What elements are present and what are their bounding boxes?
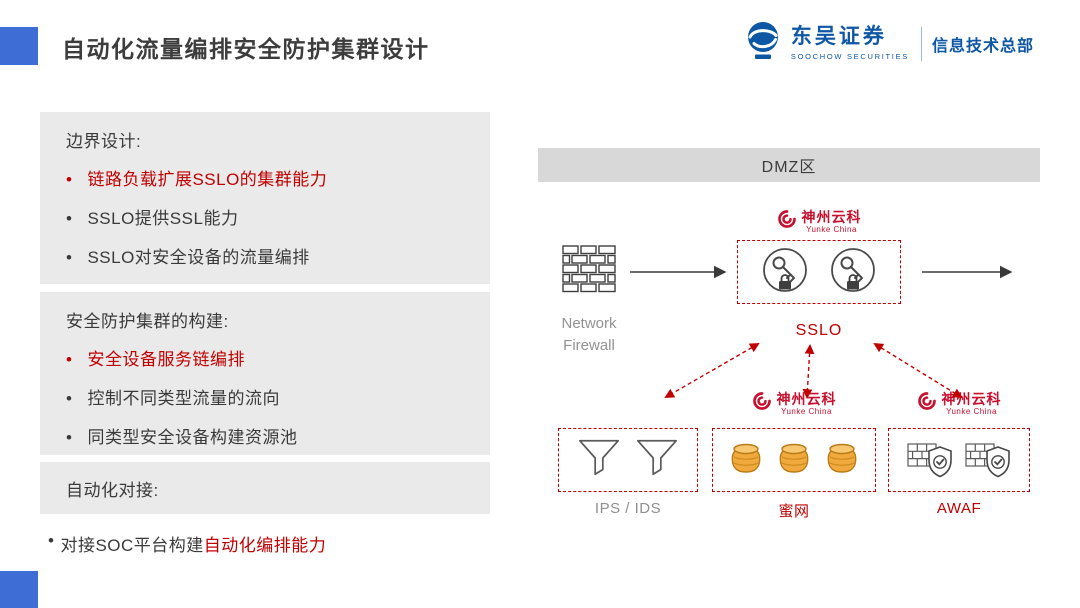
list-item: 同类型安全设备构建资源池 [66,427,464,449]
vendor-name: 神州云科 [941,390,1002,407]
shield-brick-icon [907,437,953,484]
dmz-zone-header: DMZ区 [538,148,1040,182]
panel-heading: 自动化对接: [66,481,159,500]
ips-box [558,428,698,492]
shield-brick-icon [965,437,1011,484]
honeynet-box [712,428,876,492]
vendor-logo: 神州云科 Yunke China [719,391,869,416]
vendor-subname: Yunke China [806,224,857,234]
firewall-label-line1: Network [561,315,617,332]
firewall-label: Network Firewall [536,313,642,357]
bullet-text: 安全设备服务链编排 [87,350,245,369]
brand-block: 东吴证券 SOOCHOW SECURITIES 信息技术总部 [743,20,1034,67]
bullet-text: 链路负载扩展SSLO的集群能力 [87,170,328,189]
soc-bullet-highlight: 自动化编排能力 [203,536,327,555]
list-item: 安全设备服务链编排 [66,349,464,371]
list-item: 链路负载扩展SSLO的集群能力 [66,169,464,191]
firewall-label-line2: Firewall [563,337,615,354]
brand-department: 信息技术总部 [931,37,1034,55]
sslo-box [737,240,901,304]
vendor-text: 神州云科 Yunke China [802,210,862,234]
list-item: SSLO提供SSL能力 [66,208,464,230]
bullet-text: SSLO对安全设备的流量编排 [87,248,310,268]
vendor-logo: 神州云科 Yunke China [748,209,890,234]
vendor-swirl-icon [777,209,797,234]
list-item: SSLO对安全设备的流量编排 [66,247,464,269]
key-lock-icon [830,247,876,298]
vendor-text: 神州云科 Yunke China [942,392,1002,416]
firewall-brick-icon [562,245,616,298]
vendor-name: 神州云科 [776,390,837,407]
vendor-name: 神州云科 [801,208,862,225]
honeypot-icon [776,441,812,480]
vendor-swirl-icon [917,391,937,416]
awaf-box [888,428,1030,492]
ips-label: IPS / IDS [594,500,662,517]
awaf-label: AWAF [936,500,982,517]
panel-heading: 边界设计: [66,132,142,151]
bullet-text: 同类型安全设备构建资源池 [87,428,298,448]
funnel-icon [577,437,621,484]
accent-square-top [0,27,38,65]
panel-border-design: 边界设计: 链路负载扩展SSLO的集群能力 SSLO提供SSL能力 SSLO对安… [40,112,490,284]
bullet-text: SSLO提供SSL能力 [87,209,239,229]
arrow-sslo-to-honeynet [802,344,815,399]
accent-square-bottom [0,571,38,608]
panel-cluster-build: 安全防护集群的构建: 安全设备服务链编排 控制不同类型流量的流向 同类型安全设备… [40,292,490,455]
vendor-text: 神州云科 Yunke China [777,392,837,416]
honeynet-label: 蜜网 [778,503,810,520]
honeypot-icon [824,441,860,480]
soochow-logo-icon [743,20,783,67]
arrow-sslo-to-ips [664,343,760,398]
honeypot-icon [728,441,764,480]
list-item: 控制不同类型流量的流向 [66,388,464,410]
vendor-logo: 神州云科 Yunke China [884,391,1034,416]
brand-subtitle: SOOCHOW SECURITIES [790,51,909,61]
page-title: 自动化流量编排安全防护集群设计 [62,36,430,62]
vendor-swirl-icon [752,391,772,416]
funnel-icon [635,437,679,484]
vendor-subname: Yunke China [946,406,997,416]
brand-text: 东吴证券 SOOCHOW SECURITIES [790,25,909,61]
sslo-label: SSLO [795,322,843,339]
bullet-text: 控制不同类型流量的流向 [87,389,280,409]
panel-automation: 自动化对接: [40,462,490,514]
soc-bullet-text: 对接SOC平台构建 [60,536,204,555]
panel-heading: 安全防护集群的构建: [66,312,229,331]
brand-name: 东吴证券 [790,25,887,49]
key-lock-icon [762,247,808,298]
vendor-subname: Yunke China [781,406,832,416]
brand-divider [920,26,922,61]
arrow-sslo-to-awaf [873,342,963,399]
